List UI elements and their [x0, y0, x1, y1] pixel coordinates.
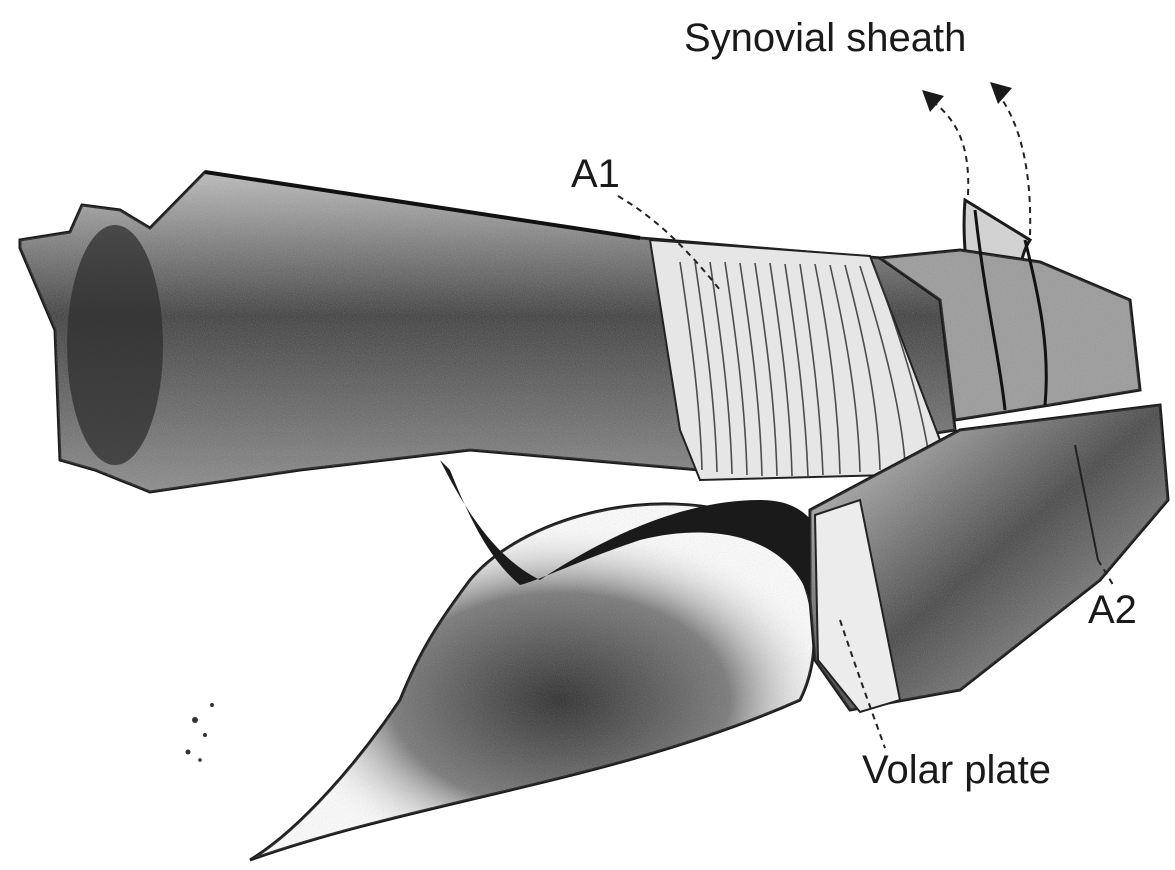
a2-pulley-label: A2 [1088, 590, 1137, 630]
arrowheads [922, 82, 1012, 112]
synovial-arrow-right-icon [990, 82, 1012, 104]
palm-soft-tissue [250, 504, 814, 860]
synovial-sheath-label: Synovial sheath [684, 18, 966, 58]
synovial-leader-left [928, 98, 968, 195]
a1-pulley-label: A1 [571, 154, 620, 194]
synovial-leader-right [995, 90, 1030, 235]
stipple-marks [186, 703, 215, 762]
volar-plate-label: Volar plate [862, 750, 1051, 790]
